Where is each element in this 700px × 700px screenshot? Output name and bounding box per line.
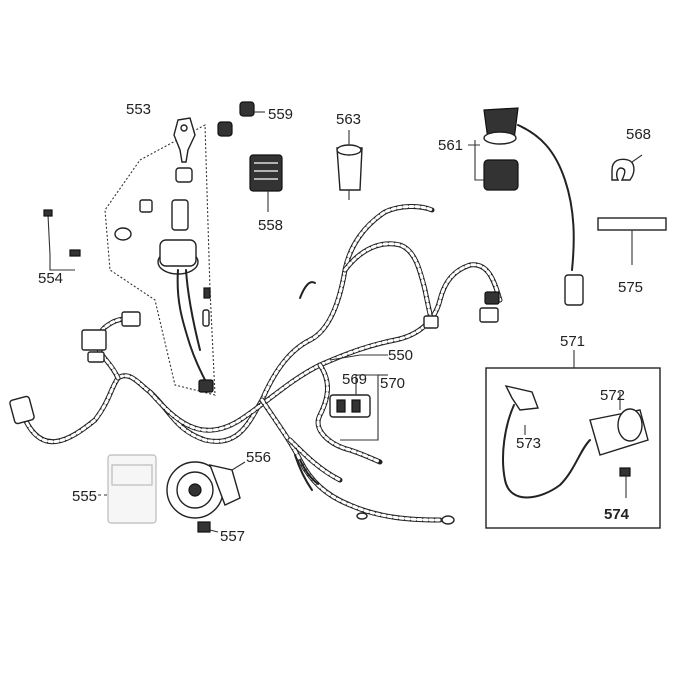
ignition-switch-group: [104, 117, 216, 396]
screw-set-554: [43, 209, 81, 271]
relay-boot-icon: [483, 159, 519, 191]
label-572: 572: [600, 387, 625, 404]
horn-556: [166, 461, 246, 519]
label-557: 557: [220, 528, 245, 545]
main-wire-harness: [19, 204, 503, 523]
label-553: 553: [126, 101, 151, 118]
ignition-key-icon: [173, 117, 196, 163]
ignition-coil-box-571: [485, 350, 661, 529]
fuse-b-icon: [351, 399, 361, 413]
fuse-holder-icon: [329, 394, 371, 418]
harness-connectors: [9, 291, 500, 525]
cdi-panel-icon: [111, 464, 153, 486]
clip-a-icon: [239, 101, 255, 117]
relay-connector-icon: [564, 274, 584, 306]
label-563: 563: [336, 111, 361, 128]
label-571: 571: [560, 333, 585, 350]
label-561: 561: [438, 137, 463, 154]
switch-nut-icon: [175, 167, 193, 183]
label-570: 570: [380, 375, 405, 392]
part-labels: 553 554 555 556 557 558 559 563 561 568 …: [38, 101, 651, 545]
flasher-563: [336, 130, 363, 200]
starter-relay-561: [468, 107, 584, 306]
connector-right-c: [423, 315, 439, 329]
regulator-558: [249, 154, 283, 212]
regulator-icon: [249, 154, 283, 192]
connector-terminal-end: [441, 515, 455, 525]
label-574: 574: [604, 506, 630, 523]
fuse-a-icon: [336, 399, 346, 413]
switch-screw-icon: [202, 309, 210, 327]
label-555: 555: [72, 488, 97, 505]
switch-clip-icon: [203, 287, 211, 299]
strip-575: [597, 217, 667, 265]
label-558: 558: [258, 217, 283, 234]
connector-right-a: [484, 291, 500, 305]
label-556: 556: [246, 449, 271, 466]
coil-box-frame: [485, 367, 661, 529]
label-575: 575: [618, 279, 643, 296]
connector-upper-left-small: [121, 311, 141, 327]
switch-washer-icon: [114, 227, 132, 241]
bolt-icon: [197, 521, 211, 533]
horn-bracket-icon: [208, 464, 241, 506]
coil-screw-icon: [619, 467, 631, 477]
label-568: 568: [626, 126, 651, 143]
label-559: 559: [268, 106, 293, 123]
connector-bullet: [87, 351, 105, 363]
fuse-box-569-570: [329, 374, 388, 441]
strip-icon: [597, 217, 667, 231]
clamp-568: [611, 154, 643, 181]
spark-plug-cap-icon: [504, 384, 539, 411]
clamp-icon: [611, 158, 635, 181]
label-554: 554: [38, 270, 63, 287]
clip-559: [217, 101, 265, 137]
clip-b-icon: [217, 121, 233, 137]
connector-left: [9, 395, 35, 425]
screw-a-icon: [43, 209, 53, 217]
connector-upper-left: [81, 329, 107, 351]
label-550: 550: [388, 347, 413, 364]
switch-bolt-icon: [139, 199, 153, 213]
label-569: 569: [342, 371, 367, 388]
label-573: 573: [516, 435, 541, 452]
switch-connector-icon: [198, 379, 214, 393]
bolt-557: [197, 521, 219, 533]
screw-b-icon: [69, 249, 81, 257]
connector-right-b: [479, 307, 499, 323]
switch-shaft-icon: [171, 199, 189, 231]
key-hole-icon: [180, 124, 188, 132]
cdi-module-555: [92, 454, 157, 524]
harness-pointer-550: [329, 354, 388, 361]
connector-terminal-mid: [356, 512, 368, 520]
regulator-fins-icon: [254, 162, 278, 180]
